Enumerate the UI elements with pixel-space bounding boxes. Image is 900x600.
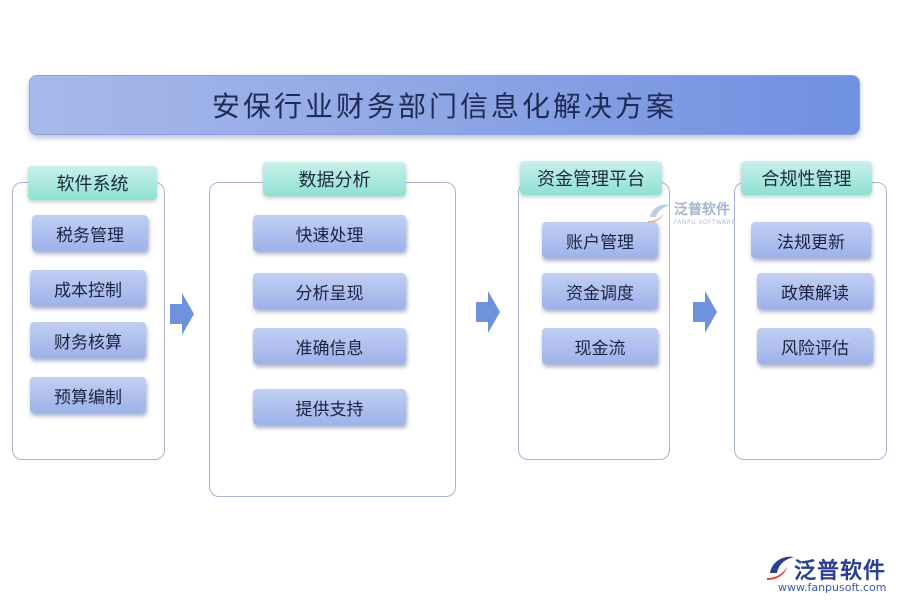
flow-arrow-2 xyxy=(476,291,500,333)
watermark-fanpu: 泛普软件 FANPU SOFTWARE xyxy=(646,199,736,226)
item-accurate-info: 准确信息 xyxy=(253,328,406,364)
flow-arrow-3 xyxy=(693,291,717,333)
item-financial-accounting: 财务核算 xyxy=(30,322,146,358)
item-analysis-presentation: 分析呈现 xyxy=(253,273,406,309)
item-provide-support: 提供支持 xyxy=(253,389,406,425)
flow-arrow-1 xyxy=(170,293,194,335)
item-fund-dispatch: 资金调度 xyxy=(542,273,658,309)
item-fast-processing: 快速处理 xyxy=(253,215,406,251)
item-policy-interpretation: 政策解读 xyxy=(757,273,873,309)
title-banner: 安保行业财务部门信息化解决方案 xyxy=(29,75,860,135)
diagram-title: 安保行业财务部门信息化解决方案 xyxy=(211,90,677,123)
item-budgeting: 预算编制 xyxy=(30,377,146,413)
watermark-name: 泛普软件 xyxy=(674,202,730,218)
panel-header-fund-management: 资金管理平台 xyxy=(520,161,662,195)
brand-name: 泛普软件 xyxy=(794,559,887,584)
item-cash-flow: 现金流 xyxy=(542,328,658,364)
panel-header-software-system: 软件系统 xyxy=(28,166,157,200)
item-account-management: 账户管理 xyxy=(542,222,658,258)
panel-header-data-analysis: 数据分析 xyxy=(263,162,406,196)
brand-url: www.fanpusoft.com xyxy=(778,581,887,594)
fanpu-logo-icon xyxy=(648,204,670,223)
panel-header-compliance-management: 合规性管理 xyxy=(741,161,872,195)
fanpu-brand-icon xyxy=(767,556,794,580)
item-cost-control: 成本控制 xyxy=(30,270,146,306)
item-risk-assessment: 风险评估 xyxy=(757,328,873,364)
watermark-sub: FANPU SOFTWARE xyxy=(674,219,736,226)
item-tax-management: 税务管理 xyxy=(32,215,148,251)
item-regulation-update: 法规更新 xyxy=(751,222,871,258)
